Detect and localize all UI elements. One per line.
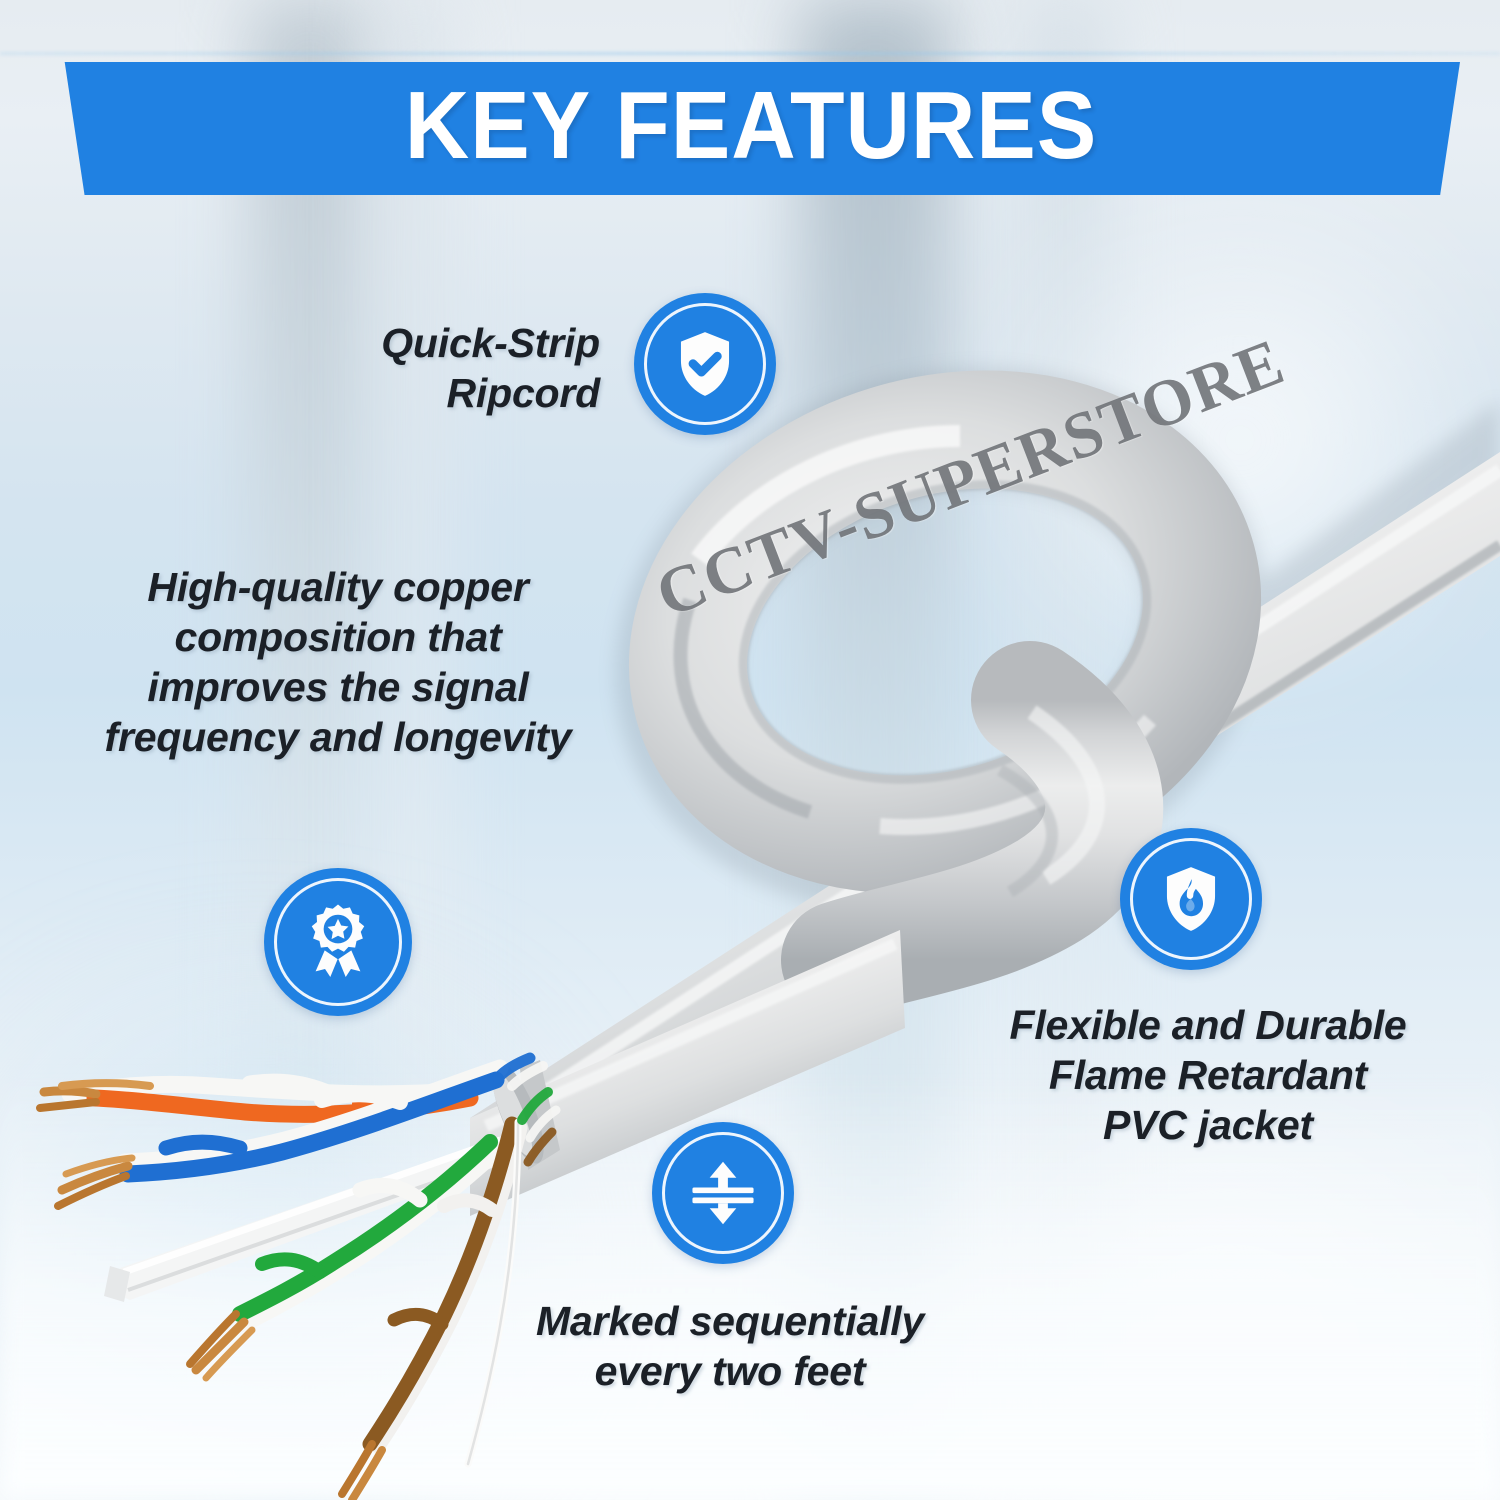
feature-label-copper-composition: High-quality copper composition that imp… — [104, 564, 572, 761]
award-ribbon-icon — [264, 868, 412, 1016]
feature-label-flame-retardant-jacket: Flexible and Durable Flame Retardant PVC… — [1009, 1002, 1407, 1149]
shield-check-icon — [634, 293, 776, 435]
shield-flame-icon — [1120, 828, 1262, 970]
vertical-measure-icon — [652, 1122, 794, 1264]
page-title: KEY FEATURES — [404, 71, 1098, 179]
header-banner: KEY FEATURES — [42, 62, 1460, 195]
feature-label-sequential-marking: Marked sequentially every two feet — [535, 1298, 925, 1395]
feature-label-quick-strip-ripcord: Quick-Strip Ripcord — [381, 320, 600, 417]
header-banner-shape — [64, 62, 1460, 195]
background-horizon-line — [0, 52, 1500, 55]
